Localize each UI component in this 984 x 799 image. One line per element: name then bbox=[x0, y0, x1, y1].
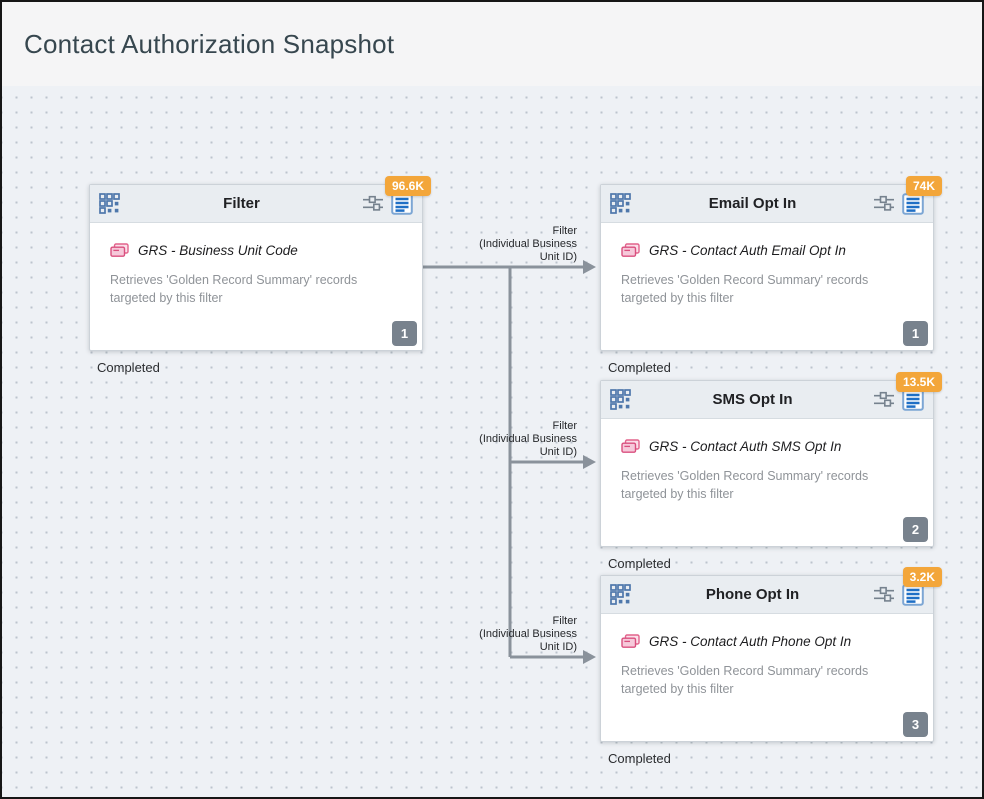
node-title: Email Opt In bbox=[708, 195, 797, 212]
node-body: GRS - Contact Auth SMS Opt In Retrieves … bbox=[601, 419, 933, 545]
node-status: Completed bbox=[608, 360, 671, 375]
summary-list-icon[interactable] bbox=[902, 388, 924, 411]
node-status: Completed bbox=[97, 360, 160, 375]
node-header: Phone Opt In bbox=[601, 576, 933, 614]
drag-handle-grid-icon[interactable] bbox=[610, 193, 631, 214]
node-sms-opt-in[interactable]: 13.5K SMS Opt In GRS - Contact bbox=[600, 372, 942, 547]
filter-item-name: GRS - Contact Auth SMS Opt In bbox=[649, 439, 842, 454]
filter-item-row[interactable]: GRS - Business Unit Code bbox=[110, 243, 402, 258]
filter-cards-icon bbox=[110, 243, 129, 258]
node-description: Retrieves 'Golden Record Summary' record… bbox=[621, 664, 869, 697]
node-status: Completed bbox=[608, 751, 671, 766]
filter-item-name: GRS - Contact Auth Phone Opt In bbox=[649, 634, 852, 649]
page-title: Contact Authorization Snapshot bbox=[24, 28, 395, 59]
summary-list-icon[interactable] bbox=[391, 192, 413, 215]
node-email-opt-in[interactable]: 74K Email Opt In GRS - Contact bbox=[600, 176, 942, 351]
page-header: Contact Authorization Snapshot bbox=[2, 2, 982, 86]
record-count-badge[interactable]: 74K bbox=[905, 176, 942, 196]
node-header: Filter bbox=[90, 185, 422, 223]
filter-item-row[interactable]: GRS - Contact Auth Phone Opt In bbox=[621, 634, 913, 649]
step-order-badge: 1 bbox=[392, 321, 417, 346]
node-body: GRS - Contact Auth Email Opt In Retrieve… bbox=[601, 223, 933, 349]
configure-sliders-icon[interactable] bbox=[874, 586, 894, 603]
configure-sliders-icon[interactable] bbox=[874, 391, 894, 408]
node-title: Filter bbox=[223, 195, 260, 212]
node-title: Phone Opt In bbox=[705, 586, 800, 603]
step-order-badge: 3 bbox=[903, 712, 928, 737]
node-filter[interactable]: 96.6K Filter GRS - Business Un bbox=[89, 176, 431, 351]
edge-label-phone: Filter (Individual Business Unit ID) bbox=[479, 615, 577, 653]
configure-sliders-icon[interactable] bbox=[363, 195, 383, 212]
filter-item-row[interactable]: GRS - Contact Auth Email Opt In bbox=[621, 243, 913, 258]
filter-cards-icon bbox=[621, 634, 640, 649]
drag-handle-grid-icon[interactable] bbox=[610, 389, 631, 410]
node-title: SMS Opt In bbox=[712, 391, 793, 408]
record-count-badge[interactable]: 13.5K bbox=[895, 372, 942, 392]
filter-item-name: GRS - Business Unit Code bbox=[138, 243, 298, 258]
filter-item-name: GRS - Contact Auth Email Opt In bbox=[649, 243, 846, 258]
drag-handle-grid-icon[interactable] bbox=[99, 193, 120, 214]
filter-cards-icon bbox=[621, 439, 640, 454]
drag-handle-grid-icon[interactable] bbox=[610, 584, 631, 605]
node-description: Retrieves 'Golden Record Summary' record… bbox=[110, 273, 358, 306]
node-description: Retrieves 'Golden Record Summary' record… bbox=[621, 469, 869, 502]
node-header: SMS Opt In bbox=[601, 381, 933, 419]
node-status: Completed bbox=[608, 556, 671, 571]
filter-item-row[interactable]: GRS - Contact Auth SMS Opt In bbox=[621, 439, 913, 454]
edge-label-email: Filter (Individual Business Unit ID) bbox=[479, 225, 577, 263]
node-body: GRS - Contact Auth Phone Opt In Retrieve… bbox=[601, 614, 933, 740]
step-order-badge: 2 bbox=[903, 517, 928, 542]
step-order-badge: 1 bbox=[903, 321, 928, 346]
node-description: Retrieves 'Golden Record Summary' record… bbox=[621, 273, 869, 306]
edge-label-sms: Filter (Individual Business Unit ID) bbox=[479, 420, 577, 458]
node-phone-opt-in[interactable]: 3.2K Phone Opt In GRS - Contac bbox=[600, 567, 942, 742]
configure-sliders-icon[interactable] bbox=[874, 195, 894, 212]
filter-cards-icon bbox=[621, 243, 640, 258]
journey-canvas[interactable]: Filter (Individual Business Unit ID) Fil… bbox=[2, 86, 982, 797]
record-count-badge[interactable]: 96.6K bbox=[384, 176, 431, 196]
node-body: GRS - Business Unit Code Retrieves 'Gold… bbox=[90, 223, 422, 349]
record-count-badge[interactable]: 3.2K bbox=[902, 567, 942, 587]
node-header: Email Opt In bbox=[601, 185, 933, 223]
